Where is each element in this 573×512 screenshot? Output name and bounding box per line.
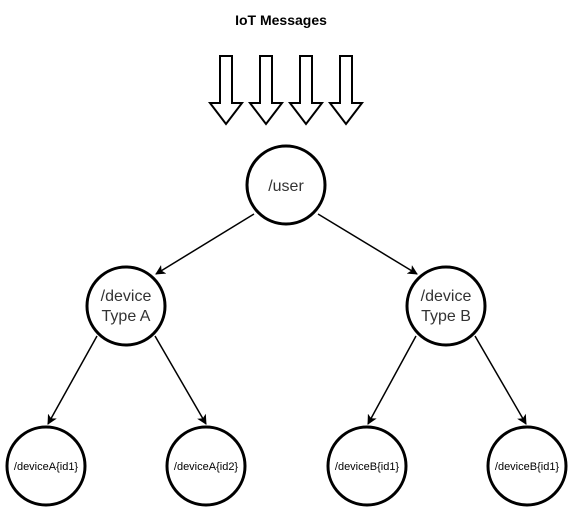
node-device-a-id1: /deviceA{id1} [5, 425, 87, 507]
edge-type-a-to-a1 [47, 335, 98, 425]
node-device-b-id1-second: /deviceB{id1} [486, 425, 568, 507]
tree-edges [47, 213, 527, 425]
down-arrow-icon [287, 55, 325, 126]
node-device-b-id1-circle [326, 425, 408, 507]
node-device-type-b: /device Type B [405, 265, 487, 347]
node-device-a-id1-label: /deviceA{id1} [14, 461, 79, 473]
node-device-a-id1-circle [5, 425, 87, 507]
edge-type-b-to-b2 [474, 335, 527, 425]
down-arrow-icon [327, 55, 365, 126]
node-device-type-a: /device Type A [85, 265, 167, 347]
node-device-a-id2-circle [165, 425, 247, 507]
node-user: /user [245, 144, 327, 226]
edge-type-a-to-a2 [154, 335, 207, 425]
node-device-b-id1-second-circle [486, 425, 568, 507]
node-device-b-id1: /deviceB{id1} [326, 425, 408, 507]
node-user-circle [245, 144, 327, 226]
node-user-label: /user [268, 178, 304, 195]
node-device-type-a-line1: /device [101, 288, 152, 305]
diagram-title: IoT Messages [235, 12, 327, 28]
node-device-type-b-circle [405, 265, 487, 347]
node-device-type-b-line2: Type B [421, 308, 471, 325]
down-arrow-icon [247, 55, 285, 126]
edge-user-to-type-b [317, 213, 418, 275]
node-device-b-id1-label: /deviceB{id1} [335, 461, 400, 473]
incoming-arrows [207, 55, 365, 126]
node-device-b-id1-second-label: /deviceB{id1} [495, 461, 560, 473]
edge-type-b-to-b1 [367, 335, 417, 425]
node-device-type-a-line2: Type A [102, 308, 151, 325]
down-arrow-icon [207, 55, 245, 126]
node-device-a-id2-label: /deviceA{id2} [174, 461, 239, 473]
node-device-type-b-line1: /device [421, 288, 472, 305]
edge-user-to-type-a [155, 213, 255, 275]
node-device-a-id2: /deviceA{id2} [165, 425, 247, 507]
node-device-type-a-circle [85, 265, 167, 347]
